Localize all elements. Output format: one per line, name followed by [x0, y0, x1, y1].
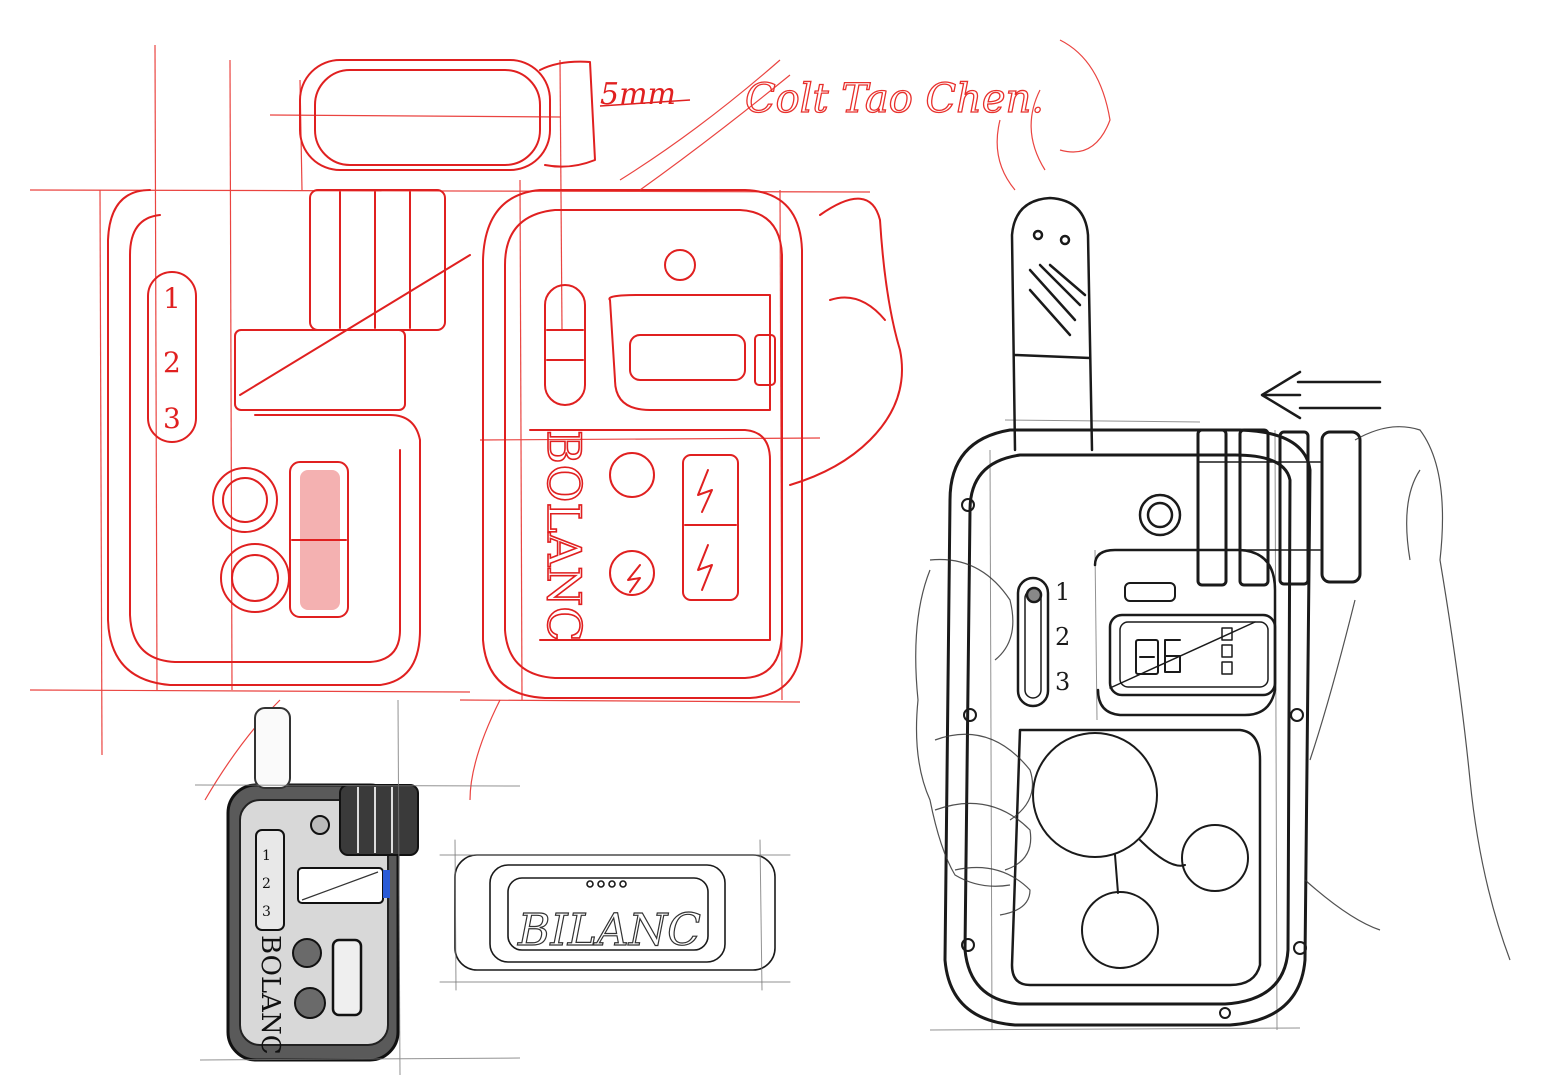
black-channel-labels: 1 2 3 — [1055, 578, 1070, 696]
red-construction-lines — [29, 44, 871, 756]
signature: Colt Tao Chen. — [745, 76, 1044, 122]
red-brand-label: BOLANC — [537, 430, 591, 642]
band-sketch — [439, 839, 791, 991]
shaded-device — [226, 707, 419, 1062]
volume-dial — [1196, 428, 1362, 587]
red-antenna-strokes — [204, 39, 1111, 801]
dimension-note: 5mm — [600, 77, 676, 112]
shaded-brand-label: BOLANC — [255, 935, 285, 1055]
dimension-note-underline — [599, 99, 691, 107]
black-channel-2: 2 — [1055, 623, 1070, 651]
shaded-construction-lines — [194, 699, 521, 1076]
red-channel-1: 1 — [163, 282, 181, 315]
red-stipple — [300, 470, 340, 610]
hand-fingers — [915, 426, 1511, 961]
black-construction-lines — [929, 419, 1301, 1031]
band-brand-label: BILANC — [517, 905, 701, 956]
accent-led — [383, 870, 390, 898]
antenna — [1010, 196, 1094, 452]
black-channel-3: 3 — [1055, 668, 1070, 696]
walkie-inner-panels — [961, 493, 1307, 1019]
red-channel-labels: 1 2 3 — [163, 282, 181, 435]
red-device-left — [107, 59, 596, 686]
shaded-channel-3: 3 — [262, 904, 271, 920]
red-channel-3: 3 — [163, 402, 181, 435]
black-channel-1: 1 — [1055, 578, 1070, 606]
red-device-right — [482, 189, 903, 699]
red-channel-2: 2 — [163, 346, 181, 379]
red-bolt-icon — [627, 469, 713, 593]
shaded-channel-1: 1 — [262, 848, 271, 864]
arrow-left-icon — [1260, 370, 1382, 420]
shaded-channel-labels: 1 2 3 — [262, 848, 271, 920]
walkie-body — [943, 428, 1312, 1027]
thumb-and-buttons — [1032, 732, 1249, 969]
shaded-channel-2: 2 — [262, 876, 271, 892]
